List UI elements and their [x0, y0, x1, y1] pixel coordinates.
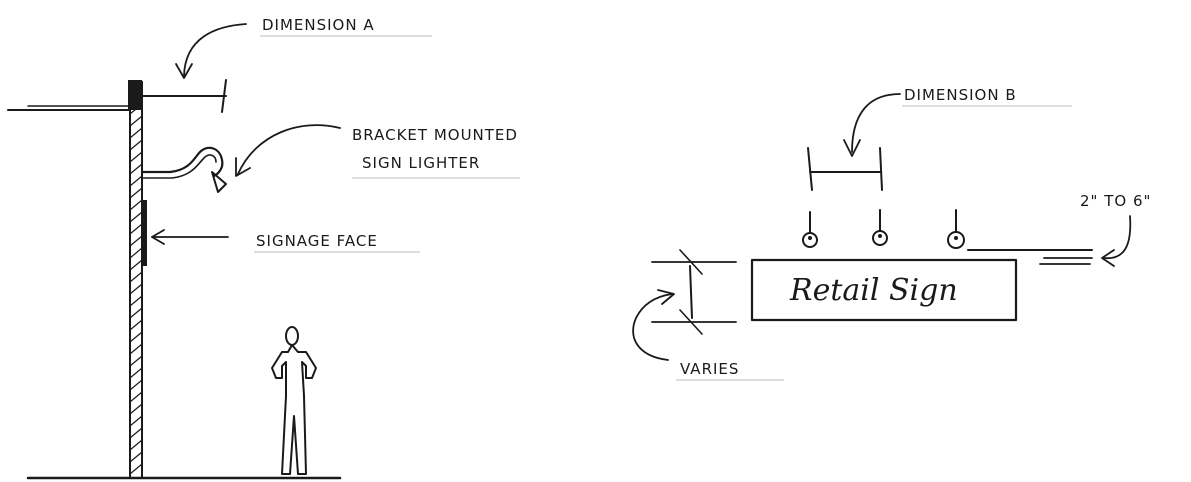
person-figure: [271, 326, 317, 475]
dimension-b-line: [807, 147, 883, 191]
dimension-b-arrow: [843, 93, 901, 157]
sign-lighter-label-line2: SIGN LIGHTER: [362, 154, 480, 172]
wall: [128, 80, 143, 479]
varies-label: VARIES: [680, 360, 739, 378]
sign-lighter-arrow: [235, 124, 341, 177]
pendant-light-2: [872, 209, 888, 246]
varies-dimension-line: [651, 249, 737, 335]
overhang: [7, 105, 131, 111]
dimension-b-label: DIMENSION B: [904, 86, 1017, 104]
signage-face-arrow: [151, 229, 229, 245]
offset-lines: [967, 249, 1093, 265]
lamp-head-icon: [211, 171, 227, 193]
wall-hatching: [129, 81, 143, 475]
signage-face: [143, 200, 147, 266]
varies-arrow: [632, 289, 675, 361]
retail-sign-text: Retail Sign: [789, 273, 958, 308]
signage-face-label: SIGNAGE FACE: [256, 232, 378, 250]
offset-range-label: 2" TO 6": [1080, 192, 1151, 210]
pendant-light-1: [802, 211, 818, 248]
dimension-a-arrow: [175, 23, 247, 79]
offset-arrow: [1101, 215, 1132, 267]
sign-lighter-bracket: [140, 146, 227, 193]
dimension-a-line: [141, 79, 227, 113]
retail-sign: Retail Sign: [750, 258, 1018, 322]
pendant-light-3: [947, 209, 965, 249]
sign-lighter-label-line1: BRACKET MOUNTED: [352, 126, 518, 144]
dimension-a-label: DIMENSION A: [262, 16, 375, 34]
